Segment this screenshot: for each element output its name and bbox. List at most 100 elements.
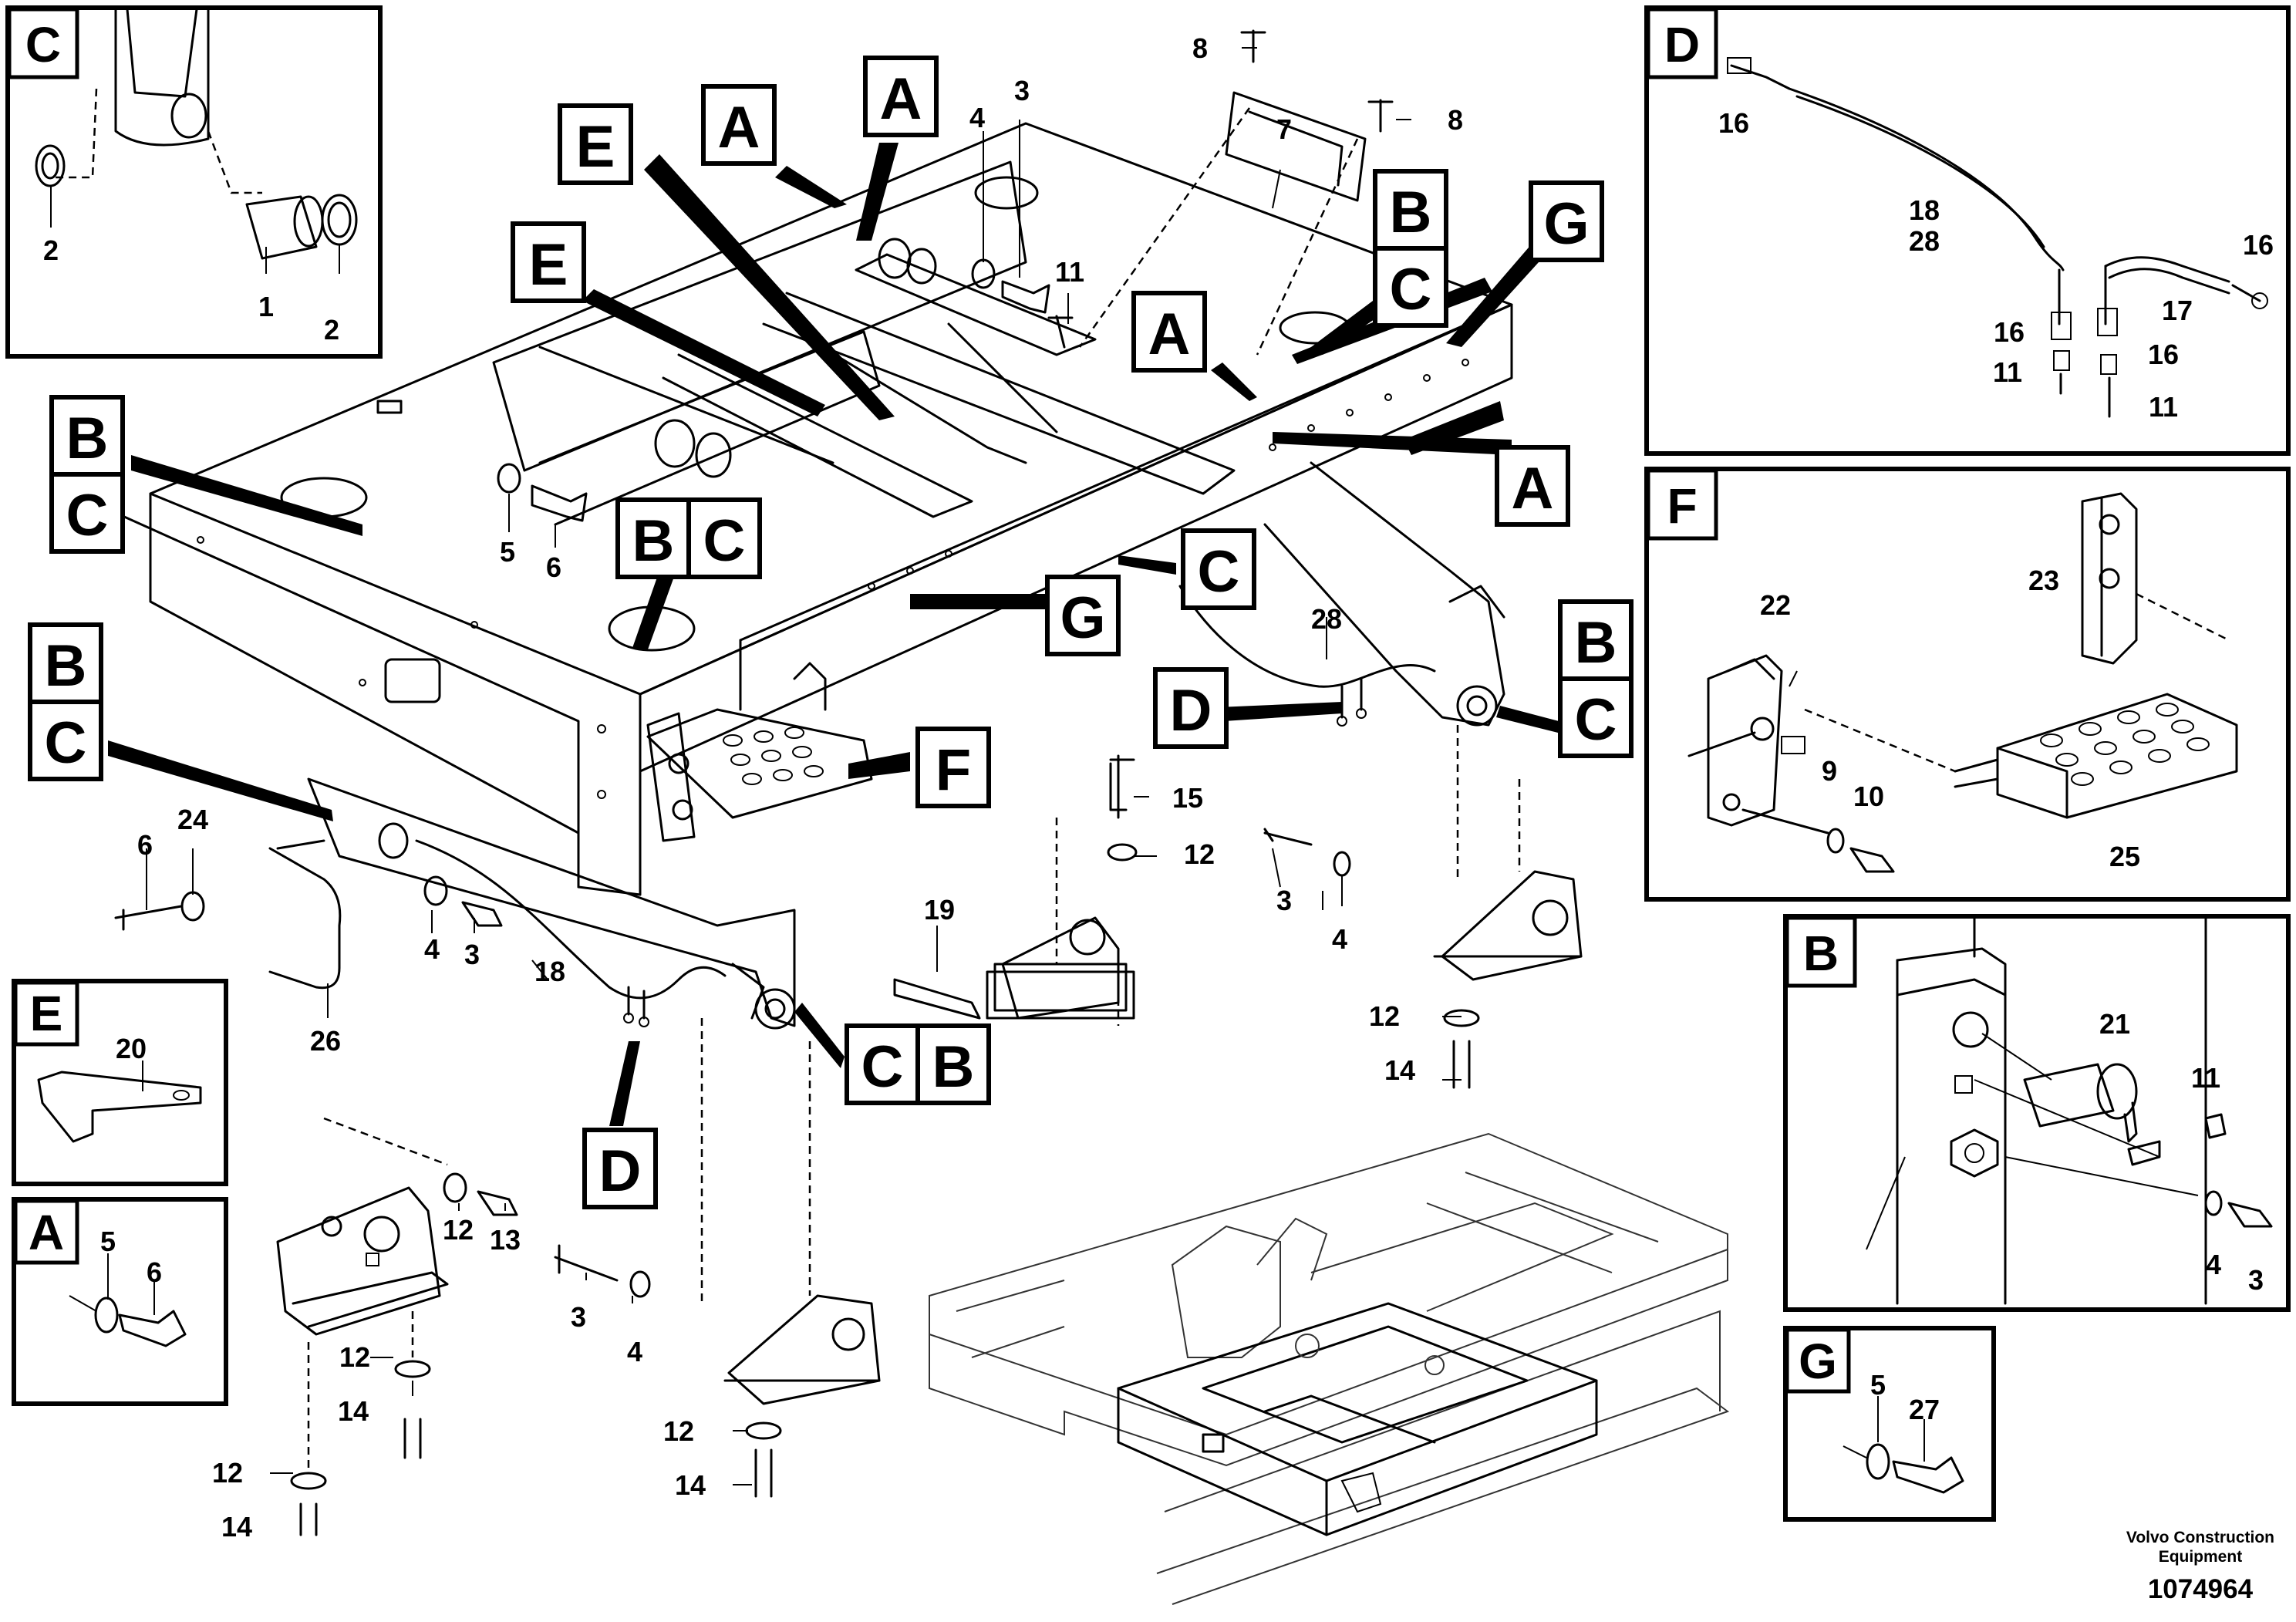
label-19: 19 (924, 894, 955, 926)
label-1: 1 (258, 291, 274, 322)
label-5: 5 (1870, 1369, 1886, 1401)
label-3: 3 (571, 1301, 586, 1333)
inset-b: B (1783, 914, 2291, 1312)
label-11: 11 (1055, 256, 1084, 288)
right-swing-arm (1263, 461, 1505, 727)
label-3: 3 (1014, 75, 1030, 106)
step-on-frame (646, 662, 873, 842)
callout-g-mid: G (1045, 575, 1121, 656)
label-6: 6 (546, 551, 561, 583)
callout-a-2: A (863, 56, 939, 137)
label-16: 16 (1994, 316, 2025, 348)
label-11: 11 (2191, 1062, 2220, 1094)
svg-text:B: B (45, 633, 87, 699)
label-27: 27 (1909, 1394, 1940, 1425)
callout-d-right: D (1153, 667, 1229, 749)
document-number: 1074964 (2147, 1574, 2254, 1604)
label-24: 24 (177, 804, 208, 835)
inset-g: G (1783, 1326, 1996, 1522)
label-14: 14 (675, 1469, 706, 1501)
label-25: 25 (2109, 841, 2140, 872)
label-15: 15 (1172, 782, 1203, 814)
svg-text:A: A (880, 66, 922, 132)
inset-a: A (12, 1197, 228, 1406)
label-2: 2 (43, 234, 59, 266)
manufacturer-line-2: Equipment (2158, 1548, 2243, 1566)
label-4: 4 (1332, 923, 1347, 955)
svg-text:F: F (1667, 478, 1697, 534)
bracket-left (276, 1117, 449, 1473)
svg-text:C: C (1390, 257, 1432, 322)
bracket-center (986, 818, 1135, 1026)
svg-text:D: D (1170, 678, 1212, 744)
svg-text:A: A (29, 1205, 64, 1260)
label-9: 9 (1822, 755, 1837, 787)
svg-text:C: C (703, 508, 746, 574)
label-23: 23 (2028, 565, 2059, 596)
svg-text:G: G (1543, 191, 1589, 257)
callout-e-lower: E (511, 221, 586, 303)
fasteners (114, 258, 1480, 1536)
label-4: 4 (424, 933, 440, 965)
label-16: 16 (2148, 339, 2179, 370)
callout-c-right-upper: C (1181, 528, 1256, 610)
callout-b-top: B (1373, 169, 1448, 251)
svg-text:F: F (936, 737, 971, 803)
label-3: 3 (2248, 1264, 2264, 1296)
label-10: 10 (1853, 781, 1884, 812)
svg-text:G: G (1060, 585, 1105, 651)
inset-f: F (1644, 467, 2291, 902)
svg-text:A: A (1148, 302, 1191, 367)
label-22: 22 (1760, 589, 1791, 621)
label-4: 4 (627, 1336, 642, 1367)
label-12: 12 (663, 1415, 694, 1447)
callout-c-lower: C (845, 1023, 920, 1105)
inset-c: C (5, 5, 383, 359)
manufacturer-line-1: Volvo Construction (2126, 1529, 2274, 1546)
label-12: 12 (1369, 1000, 1400, 1032)
label-12: 12 (212, 1457, 243, 1489)
svg-text:D: D (1664, 17, 1700, 73)
callout-boxes: E E A A A A B C G B C B C C G B C D B C … (28, 56, 1633, 1209)
label-11: 11 (2149, 391, 2178, 423)
callout-b-mid: B (615, 497, 691, 579)
svg-text:C: C (45, 710, 87, 776)
label-6: 6 (147, 1256, 162, 1288)
label-7: 7 (1276, 113, 1292, 145)
label-17: 17 (2162, 295, 2193, 326)
callout-c-mid: C (686, 497, 762, 579)
callout-a-1: A (701, 84, 777, 166)
lubrication-hoses (415, 585, 1436, 1027)
label-14: 14 (221, 1511, 252, 1543)
label-18: 18 (1909, 194, 1940, 226)
svg-text:C: C (1575, 687, 1617, 753)
label-4: 4 (2206, 1249, 2221, 1280)
svg-text:C: C (861, 1034, 904, 1100)
callout-b-left: B (49, 395, 125, 477)
bracket-lower (700, 1018, 881, 1405)
label-5: 5 (500, 536, 515, 568)
left-swing-arm (307, 777, 796, 1030)
svg-text:C: C (1198, 539, 1240, 605)
bracket-right (1433, 725, 1583, 981)
svg-text:G: G (1799, 1334, 1837, 1389)
label-28: 28 (1909, 225, 1940, 257)
svg-text:B: B (632, 508, 675, 574)
label-12: 12 (339, 1341, 370, 1373)
label-4: 4 (969, 102, 985, 133)
leader-lines (146, 47, 1462, 1485)
callout-b-right: B (1558, 599, 1633, 681)
label-21: 21 (2099, 1008, 2130, 1040)
label-16: 16 (1718, 107, 1749, 139)
svg-text:A: A (1512, 456, 1554, 521)
svg-text:A: A (718, 95, 760, 160)
label-6: 6 (137, 829, 153, 861)
callout-f-main: F (915, 727, 991, 808)
label-11: 11 (1993, 356, 2022, 388)
callout-c-right: C (1558, 676, 1633, 758)
label-20: 20 (116, 1033, 147, 1064)
svg-text:D: D (599, 1138, 642, 1204)
callout-d-lower: D (582, 1128, 658, 1209)
svg-text:E: E (30, 986, 63, 1041)
grab-handle (268, 839, 342, 990)
